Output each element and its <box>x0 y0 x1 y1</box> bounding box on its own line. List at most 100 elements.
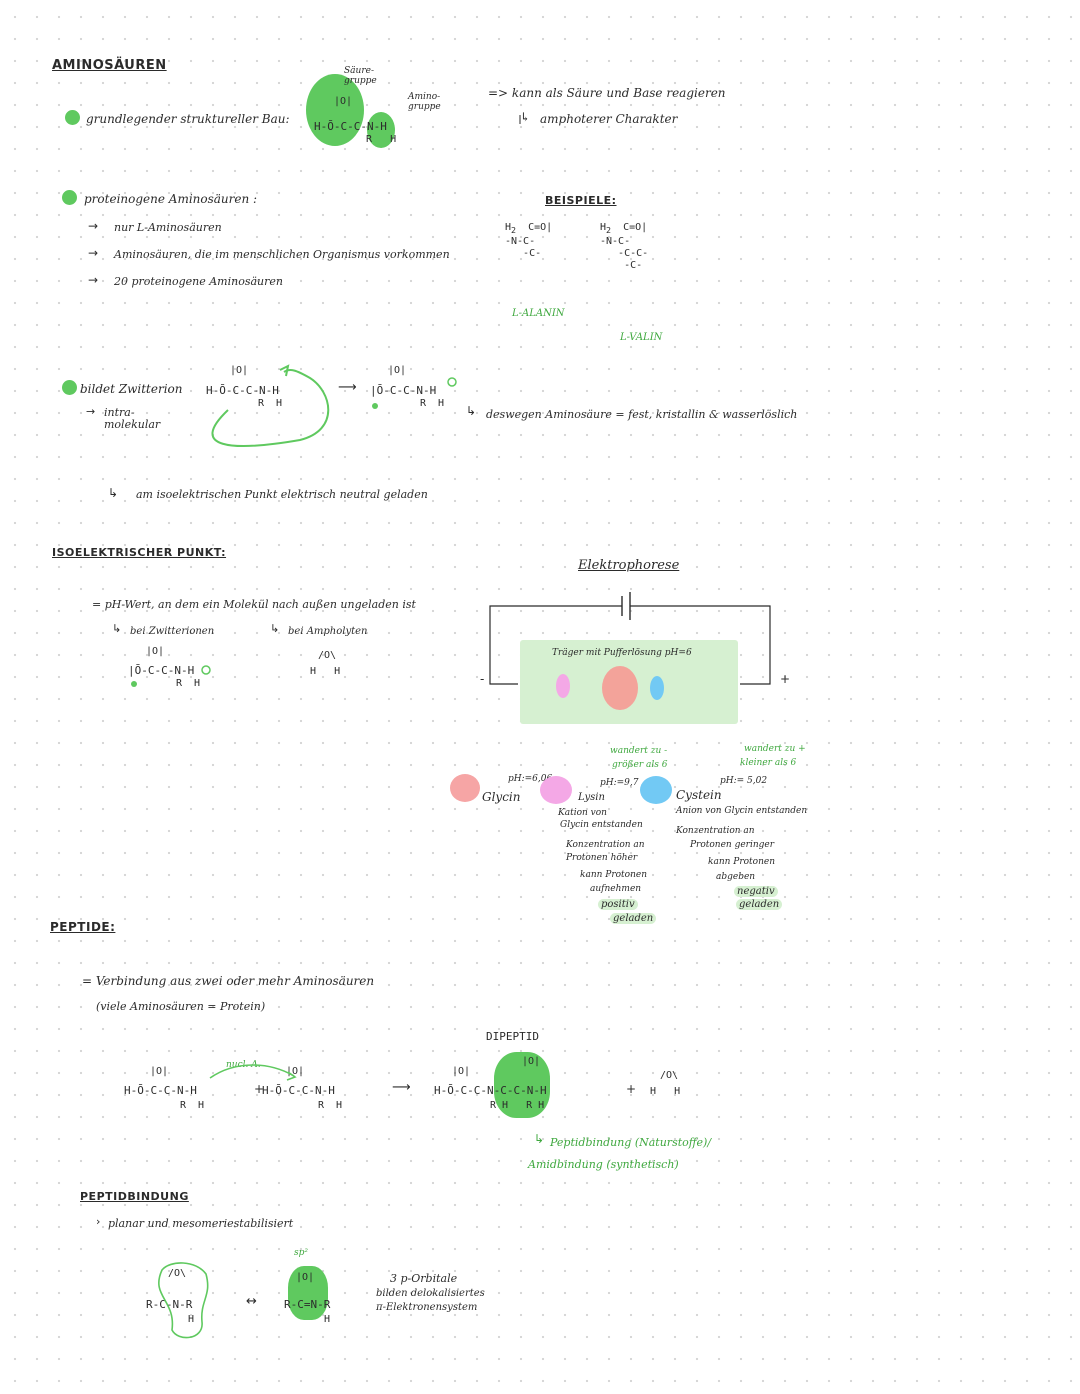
proton-transfer-arrow <box>211 369 330 448</box>
glycin-ph: pH:=6,06 <box>508 774 553 784</box>
section-heading-peptide: PEPTIDE: <box>50 920 116 934</box>
cystein-note-lt: kleiner als 6 <box>740 758 797 768</box>
therefore-text: deswegen Aminosäure = fest, kristallin &… <box>486 408 798 421</box>
cystein-line-2: Konzentration an <box>676 826 755 836</box>
lysin-line-2: Glycin entstanden <box>560 820 643 830</box>
chevron-right-icon: › <box>96 1215 101 1228</box>
reaction-arrow: ⟶ <box>392 1080 411 1095</box>
anode-plus: + <box>780 672 791 686</box>
arrow-right-icon: → <box>86 405 96 418</box>
electrophoresis-title: Elektrophorese <box>578 558 680 573</box>
res1-o: /O\ <box>168 1268 187 1279</box>
alanin-structure: H2 C=O| -N-C- -C- <box>505 222 553 259</box>
iso-zwitterions: bei Zwitterionen <box>130 626 215 637</box>
iso-water-o: /O\ <box>318 650 337 661</box>
zwitterion-label: bildet Zwitterion <box>80 382 183 396</box>
reactant2-o: |O| <box>286 1066 305 1077</box>
peptide-note: (viele Aminosäuren = Protein) <box>96 1000 266 1013</box>
res1-h: H <box>188 1314 195 1325</box>
glycin-label: Glycin <box>482 790 521 804</box>
iso-water: H H <box>310 666 341 677</box>
arrow-hook: ↳ <box>520 110 531 124</box>
lysin-line-6: aufnehmen <box>590 884 642 894</box>
valin-structure: H2 C=O| -N-C- -C-C- -C- <box>600 222 649 271</box>
peptide-bond-heading: PEPTIDBINDUNG <box>80 1190 189 1203</box>
cystein-line-4: kann Protonen <box>708 857 776 867</box>
product-o1: |O| <box>452 1066 471 1077</box>
reactant2-subs: R H <box>318 1100 343 1111</box>
iso-formula-o: |O| <box>146 646 165 657</box>
point-1: nur L-Aminosäuren <box>114 221 222 234</box>
cystein-label: Cystein <box>676 788 722 802</box>
cystein-molecule <box>640 776 672 804</box>
example-valin: L-VALIN <box>620 332 663 343</box>
reactant1-formula: H-Ō-C-C-N-H <box>124 1084 197 1097</box>
section-heading-aminosaeuren: AMINOSÄUREN <box>52 58 167 73</box>
orbitals-line-3: π-Elektronensystem <box>376 1302 478 1313</box>
lysin-line-5: kann Protonen <box>580 870 648 880</box>
amphoteric-text: amphoterer Charakter <box>540 112 678 126</box>
point-3: 20 proteinogene Aminosäuren <box>114 275 283 288</box>
amino-group-label: Amino- gruppe <box>408 92 441 112</box>
lysin-line-7: positiv <box>598 899 638 910</box>
lysin-line-4: Protonen höher <box>566 853 638 863</box>
zwitter-right-subs: R H <box>420 398 445 409</box>
arrow-hook: ↳ <box>466 404 477 418</box>
neutral-text: am isoelektrischen Punkt elektrisch neut… <box>136 488 428 501</box>
lysin-molecule <box>540 776 572 804</box>
bullet-dot <box>62 190 77 205</box>
resonance-arrow: ↔ <box>246 1294 257 1309</box>
arrow-hook: ↳ <box>112 622 122 635</box>
lysin-line-3: Konzentration an <box>566 840 645 850</box>
lysin-line-8: geladen <box>610 913 657 924</box>
spot-cystein-band <box>650 676 664 700</box>
product-formula: H-Ō-C-C-N-C-C-N-H <box>434 1084 547 1097</box>
struct-carbonyl-o: |O| <box>334 96 353 107</box>
lysin-ph: pH:=9,7 <box>600 778 639 788</box>
product-subs: R H R H <box>490 1100 545 1111</box>
amino-group-highlight <box>367 112 395 148</box>
carrier-label: Träger mit Pufferlösung pH=6 <box>552 648 692 658</box>
res2-o: |O| <box>296 1272 315 1283</box>
arrow-hook: ↳ <box>270 622 280 635</box>
arrow-right-icon: → <box>88 219 99 233</box>
arrow-hook: ↳ <box>108 486 119 500</box>
zwitter-right-formula: |Ō-C-C-N-H <box>370 384 437 397</box>
struct-substituents: R H <box>366 134 397 145</box>
zwitter-left-o: |O| <box>230 365 249 376</box>
reactant2-formula: H-Ō-C-C-N-H <box>262 1084 335 1097</box>
iso-ampholytes: bei Ampholyten <box>288 626 368 637</box>
delocalized-highlight <box>288 1266 328 1320</box>
cystein-line-5: abgeben <box>716 872 756 882</box>
peptide-bond-highlight <box>494 1052 550 1118</box>
water-o: /O\ <box>660 1070 679 1081</box>
iso-formula: |Ō-C-C-N-H <box>128 664 195 677</box>
lysin-line-1: Kation von <box>558 808 607 818</box>
cystein-ph: pH:= 5,02 <box>720 776 768 786</box>
sp2-label: sp² <box>294 1248 308 1258</box>
cystein-line-3: Protonen geringer <box>690 840 775 850</box>
lysin-note-top: wandert zu - <box>610 746 668 756</box>
point-2: Aminosäuren, die im menschlichen Organis… <box>114 248 450 261</box>
product-plus: + <box>626 1082 637 1096</box>
water-formula: H H <box>650 1086 681 1097</box>
arrow-right-icon: → <box>88 273 99 287</box>
cystein-line-7: geladen <box>736 899 783 910</box>
acid-base-text: => kann als Säure und Base reagieren <box>488 86 726 100</box>
zwitter-right-o: |O| <box>388 365 407 376</box>
zwitter-left-subs: R H <box>258 398 283 409</box>
lysin-note-gt: größer als 6 <box>612 760 668 770</box>
res2-formula: R-C=N-R <box>284 1298 331 1311</box>
bullet-dot <box>65 110 80 125</box>
dipeptid-title: DIPEPTID <box>486 1030 539 1043</box>
arrow-hook: ↳ <box>534 1132 545 1146</box>
iso-definition: = pH-Wert, an dem ein Molekül nach außen… <box>92 598 416 611</box>
proteinogenic-label: proteinogene Aminosäuren : <box>84 192 258 206</box>
cathode-minus: - <box>480 672 485 686</box>
arrow-right-icon: → <box>88 246 99 260</box>
spot-glycin-band <box>602 666 638 710</box>
glycin-molecule <box>450 774 480 802</box>
orbitals-line-2: bilden delokalisiertes <box>376 1288 485 1299</box>
bullet-dot <box>62 380 77 395</box>
